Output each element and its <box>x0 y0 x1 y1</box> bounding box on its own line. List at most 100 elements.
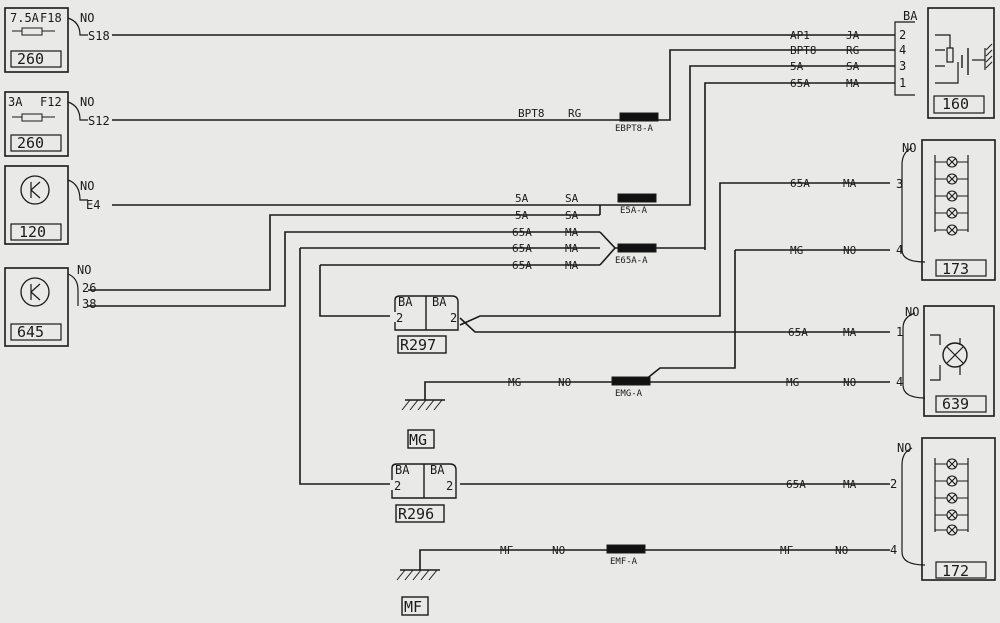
svg-text:NO: NO <box>80 11 94 25</box>
svg-text:R297: R297 <box>400 336 436 354</box>
component-260-f12: 3A F12 NO S12 260 <box>4 91 110 157</box>
svg-text:2: 2 <box>394 479 401 493</box>
svg-text:NO: NO <box>897 441 911 455</box>
wire-label: 65A <box>512 242 532 255</box>
wire-label: NO <box>558 376 571 389</box>
wire-label: MF <box>500 544 513 557</box>
wire-label: 65A <box>512 259 532 272</box>
svg-text:3: 3 <box>899 59 906 73</box>
wire-label: BPT8 <box>790 44 817 57</box>
svg-text:R296: R296 <box>398 505 434 523</box>
ground-mg: MG <box>407 429 435 449</box>
svg-text:F18: F18 <box>40 11 62 25</box>
svg-text:4: 4 <box>896 243 903 257</box>
mf-hatch <box>428 569 438 581</box>
relay-r296: BA BA 2 2 R296 <box>391 463 457 523</box>
svg-text:2: 2 <box>890 477 897 491</box>
wire-label: MG <box>790 244 803 257</box>
svg-text:173: 173 <box>942 260 969 278</box>
svg-text:S18: S18 <box>88 29 110 43</box>
svg-text:3: 3 <box>896 177 903 191</box>
wire-label: RG <box>568 107 581 120</box>
svg-text:172: 172 <box>942 562 969 580</box>
svg-text:NO: NO <box>80 95 94 109</box>
mg-hatch <box>417 399 427 411</box>
connector-e65a <box>617 243 657 253</box>
wire-mf-ground <box>419 549 890 570</box>
wire-label: MG <box>786 376 799 389</box>
svg-text:645: 645 <box>17 323 44 341</box>
wire-mg-emg <box>644 250 736 381</box>
wire-65a-r296 <box>299 248 390 485</box>
wire-bpt8 <box>112 49 895 121</box>
mf-hatch <box>420 569 430 581</box>
wire-label: NO <box>843 376 856 389</box>
svg-text:E4: E4 <box>86 198 100 212</box>
wire-label: MA <box>843 326 857 339</box>
svg-text:BA: BA <box>903 9 918 23</box>
svg-text:4: 4 <box>890 543 897 557</box>
wire-label: MG <box>508 376 521 389</box>
svg-text:BA: BA <box>395 463 410 477</box>
svg-text:260: 260 <box>17 50 44 68</box>
connector-e5a <box>617 193 657 203</box>
wire-65a-r297 <box>319 265 390 317</box>
connector-emf <box>606 544 646 554</box>
component-260-f18: 7.5A F18 NO S18 260 <box>4 7 110 73</box>
svg-text:MG: MG <box>409 431 427 449</box>
wire-label: MA <box>565 259 579 272</box>
wire-label: MA <box>565 226 579 239</box>
mf-hatch <box>396 569 406 581</box>
svg-text:NO: NO <box>905 305 919 319</box>
wire-65a-639 <box>459 317 890 333</box>
lamp-array-173 <box>935 156 968 236</box>
wire-label: MA <box>843 478 857 491</box>
wire-label: NO <box>552 544 565 557</box>
wire-label: NO <box>835 544 848 557</box>
svg-text:NO: NO <box>77 263 91 277</box>
connector-label: EMG-A <box>615 389 643 399</box>
wire-label: 5A <box>515 209 529 222</box>
wire-mg-ground <box>424 381 890 400</box>
wire-label: 65A <box>790 177 810 190</box>
svg-text:F12: F12 <box>40 95 62 109</box>
svg-text:1: 1 <box>899 76 906 90</box>
component-645: NO 26 38 645 <box>4 263 96 347</box>
mg-hatch <box>409 399 419 411</box>
wire-label: SA <box>846 60 860 73</box>
wire-5a <box>112 65 895 206</box>
svg-text:2: 2 <box>450 311 457 325</box>
wire-label: 65A <box>786 478 806 491</box>
component-172: NO 2 4 172 <box>890 437 996 581</box>
connector-label: EBPT8-A <box>615 124 654 134</box>
connector-label: E65A-A <box>615 256 648 266</box>
svg-text:26: 26 <box>82 281 96 295</box>
svg-text:BA: BA <box>432 295 447 309</box>
relay-r297: BA BA 2 2 R297 <box>394 295 459 354</box>
wire-label: MA <box>843 177 857 190</box>
component-639: NO 1 4 639 <box>896 305 995 417</box>
wire-label: 65A <box>512 226 532 239</box>
svg-text:7.5A: 7.5A <box>10 11 40 25</box>
wire-label: MF <box>780 544 793 557</box>
wire-label: NO <box>843 244 856 257</box>
svg-text:BA: BA <box>398 295 413 309</box>
wire-65a-645 <box>88 231 600 307</box>
wire-label: BPT8 <box>518 107 545 120</box>
svg-text:3A: 3A <box>8 95 23 109</box>
svg-text:38: 38 <box>82 297 96 311</box>
svg-text:260: 260 <box>17 134 44 152</box>
svg-text:MF: MF <box>404 598 422 616</box>
svg-text:1: 1 <box>896 325 903 339</box>
wire-label: MA <box>846 77 860 90</box>
wire-5a-645 <box>88 214 600 291</box>
svg-text:639: 639 <box>942 395 969 413</box>
mf-hatch <box>404 569 414 581</box>
lamp-array-172 <box>935 458 968 536</box>
splice-e65a-lines <box>599 231 617 266</box>
wire-label: SA <box>565 209 579 222</box>
wire-label: 5A <box>515 192 529 205</box>
mg-hatch <box>425 399 435 411</box>
svg-text:2: 2 <box>396 311 403 325</box>
wire-label: JA <box>846 29 860 42</box>
